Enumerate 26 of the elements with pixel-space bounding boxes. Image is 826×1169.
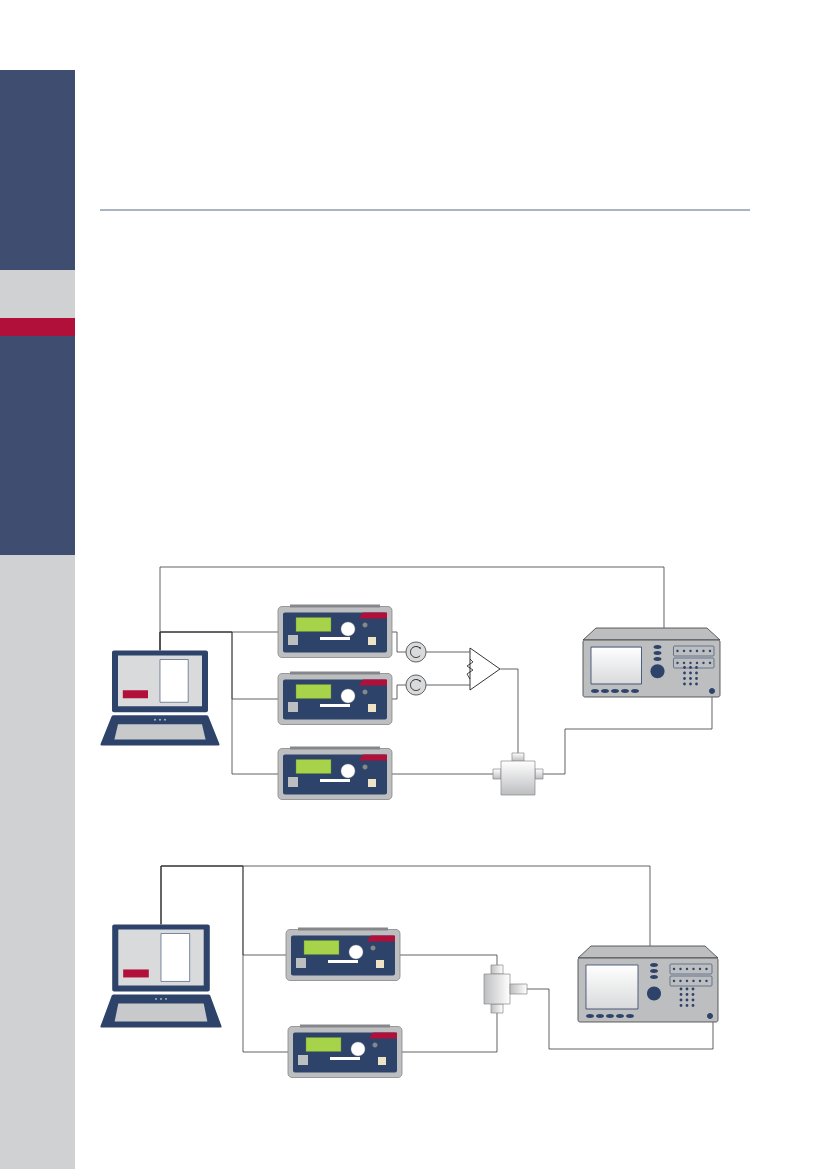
spectrum-analyzer-drawing: [577, 945, 719, 1023]
cable-line: [391, 773, 494, 775]
circulator-drawing: [405, 641, 427, 663]
cable-line: [425, 651, 471, 653]
cable-line: [499, 668, 519, 754]
cable-line: [391, 631, 407, 653]
cable-line: [391, 684, 407, 700]
laptop-drawing: [100, 650, 220, 746]
cable-line: [425, 684, 471, 686]
cable-line: [159, 631, 279, 775]
tee-connector-drawing: [492, 752, 544, 796]
tee-connector-drawing: [483, 964, 528, 1014]
cable-line: [160, 865, 289, 1053]
cable-line: [399, 954, 498, 966]
signal-generator-drawing: [277, 604, 393, 658]
signal-generator-drawing: [285, 927, 401, 981]
combiner-drawing: [466, 647, 501, 691]
signal-generator-drawing: [277, 671, 393, 725]
spectrum-analyzer-drawing: [582, 627, 721, 698]
circulator-drawing: [405, 674, 427, 696]
cable-line: [526, 988, 714, 1050]
cable-line: [401, 1012, 498, 1053]
signal-generator-drawing: [277, 746, 393, 800]
signal-generator-drawing: [287, 1024, 403, 1078]
cable-line: [542, 696, 713, 775]
laptop-drawing: [100, 924, 222, 1028]
